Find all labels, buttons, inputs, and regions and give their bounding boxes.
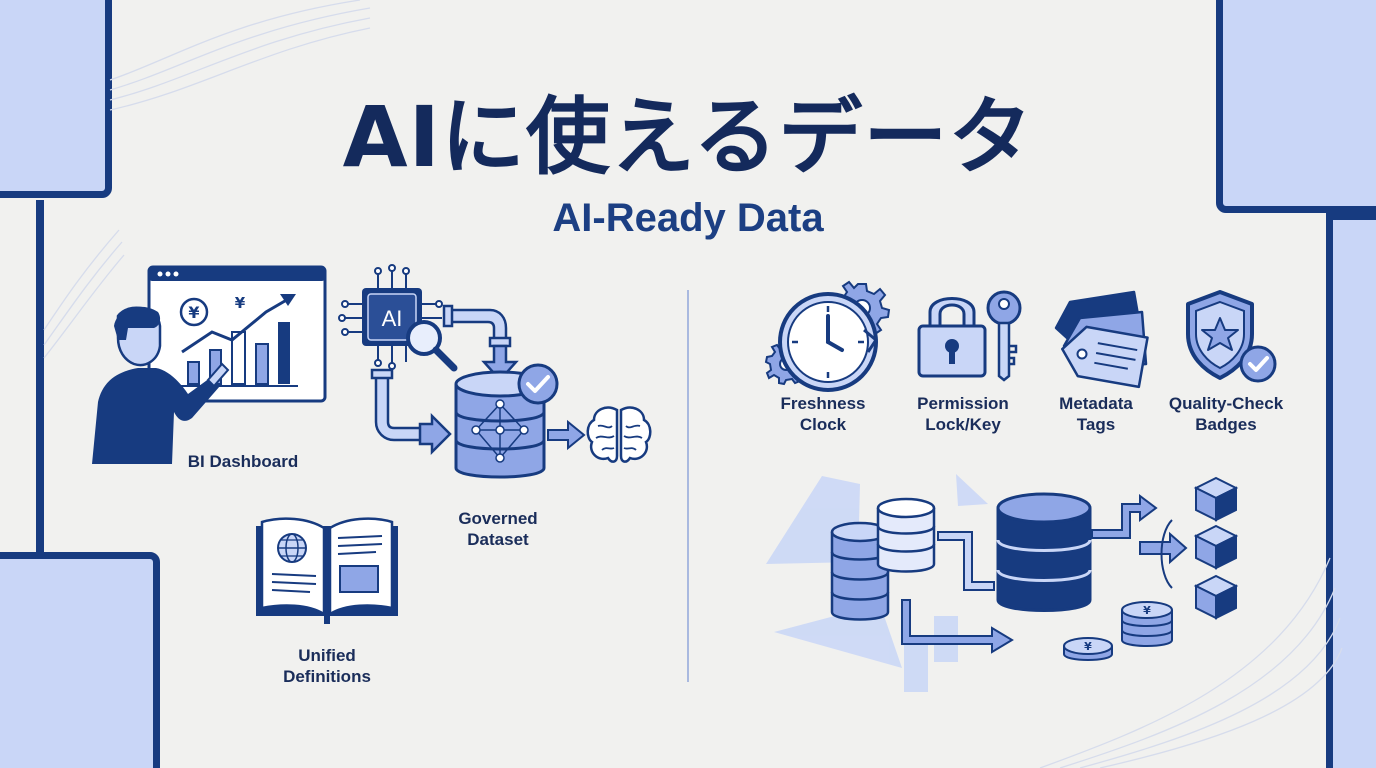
yen-symbol-coin-stack: ¥ bbox=[1143, 604, 1151, 617]
yen-symbol-dashboard-1: ¥ bbox=[188, 303, 199, 322]
globe-icon bbox=[277, 533, 307, 563]
shield-star-icon bbox=[1186, 290, 1277, 383]
yen-symbol-coin: ¥ bbox=[1084, 640, 1092, 653]
cube-icons bbox=[1193, 476, 1239, 620]
frame-bar-left bbox=[36, 200, 44, 552]
label-metadata-tags: Metadata Tags bbox=[1044, 393, 1148, 435]
arrow-to-brain-icon bbox=[547, 419, 586, 451]
label-quality-line1: Quality-Check bbox=[1168, 394, 1284, 413]
label-unified-definitions-line1: Unified bbox=[298, 646, 356, 665]
brain-icon bbox=[586, 406, 652, 463]
label-quality-check-badges: Quality-Check Badges bbox=[1160, 393, 1292, 435]
branch-lines bbox=[1160, 519, 1173, 589]
label-quality-line2: Badges bbox=[1195, 415, 1257, 434]
database-icon-small-2 bbox=[876, 497, 936, 573]
label-bi-dashboard-text: BI Dashboard bbox=[187, 452, 299, 471]
flow-arrows bbox=[901, 494, 1188, 654]
database-icon-large bbox=[996, 492, 1092, 612]
magnifier-icon bbox=[406, 320, 458, 372]
label-freshness-clock: Freshness Clock bbox=[768, 393, 878, 435]
dashboard-chart-icon: ¥ ¥ bbox=[147, 265, 327, 403]
wave-lines-bottom-right bbox=[1039, 557, 1343, 768]
label-metadata-line2: Tags bbox=[1076, 415, 1116, 434]
label-governed-dataset: Governed Dataset bbox=[430, 508, 566, 550]
database-icon-small-1 bbox=[830, 521, 890, 621]
ai-chip-text: AI bbox=[382, 306, 403, 331]
label-governed-dataset-line1: Governed bbox=[458, 509, 538, 528]
label-permission-lock-key: Permission Lock/Key bbox=[906, 393, 1020, 435]
data-flow-illustration: ¥ ¥ bbox=[766, 474, 1239, 692]
label-governed-dataset-line2: Dataset bbox=[467, 530, 529, 549]
frame-panel-bottom-right bbox=[1326, 213, 1376, 768]
frame-panel-top-left bbox=[0, 0, 112, 198]
label-bi-dashboard: BI Dashboard bbox=[168, 451, 318, 472]
tag-icon bbox=[1054, 290, 1149, 389]
pipe-icon bbox=[370, 304, 519, 456]
label-permission-line1: Permission bbox=[917, 394, 1009, 413]
ai-chip-icon: AI bbox=[338, 264, 443, 370]
key-icon bbox=[986, 290, 1022, 382]
check-badge-icon bbox=[517, 363, 559, 405]
label-unified-definitions-line2: Definitions bbox=[283, 667, 371, 686]
open-book-icon bbox=[256, 517, 398, 624]
label-freshness-line2: Clock bbox=[799, 415, 847, 434]
wave-lines-left bbox=[43, 229, 125, 359]
section-divider bbox=[687, 290, 689, 682]
presenter-icon bbox=[92, 306, 230, 464]
yen-symbol-dashboard-2: ¥ bbox=[235, 294, 246, 312]
label-permission-line2: Lock/Key bbox=[925, 415, 1001, 434]
label-metadata-line1: Metadata bbox=[1059, 394, 1133, 413]
frame-panel-top-right bbox=[1216, 0, 1376, 213]
main-title-japanese: AIに使えるデータ bbox=[342, 88, 1034, 186]
frame-panel-bottom-left bbox=[0, 552, 160, 768]
subtitle-english: AI-Ready Data bbox=[552, 196, 824, 240]
label-freshness-line1: Freshness bbox=[780, 394, 866, 413]
coin-stack-icon: ¥ ¥ bbox=[1063, 601, 1173, 661]
clock-icon bbox=[778, 292, 878, 392]
padlock-icon bbox=[917, 297, 987, 378]
label-unified-definitions: Unified Definitions bbox=[262, 645, 392, 687]
wave-lines-top-left bbox=[109, 0, 371, 111]
